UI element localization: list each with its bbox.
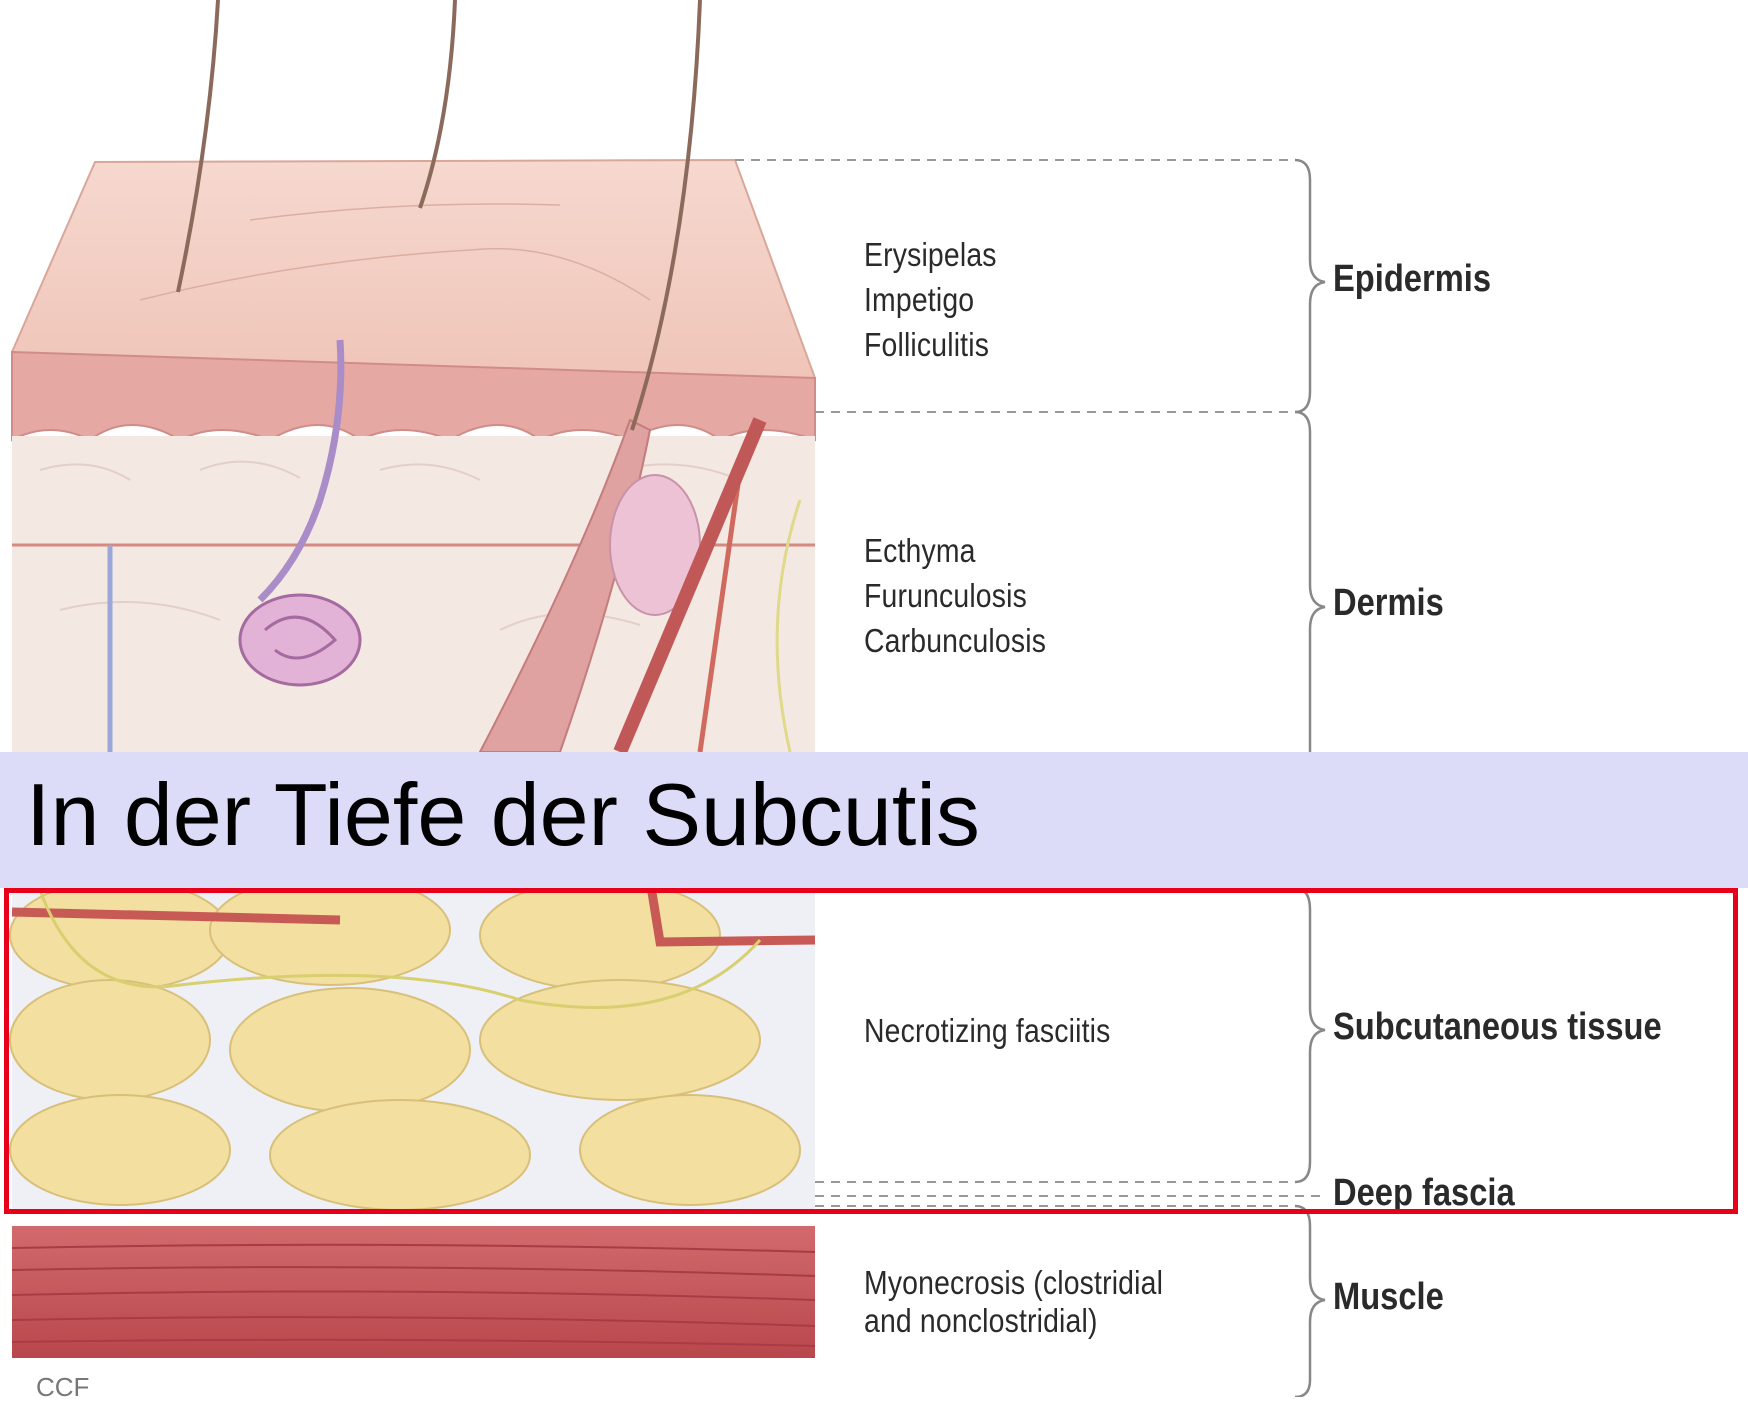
condition-label: and nonclostridial)	[864, 1302, 1163, 1340]
banner-title: In der Tiefe der Subcutis	[26, 764, 980, 866]
layer-label-dermis: Dermis	[1333, 582, 1444, 625]
condition-label: Myonecrosis (clostridial	[864, 1264, 1163, 1302]
condition-label: Erysipelas	[864, 232, 997, 277]
watermark: CCF	[36, 1372, 89, 1403]
muscle-conditions: Myonecrosis (clostridial and nonclostrid…	[864, 1264, 1163, 1340]
subcutis-highlight-box	[4, 888, 1738, 1214]
sweat-gland	[240, 595, 360, 685]
dermis-layer	[12, 436, 815, 752]
condition-label: Ecthyma	[864, 528, 1046, 573]
layer-label-muscle: Muscle	[1333, 1276, 1444, 1319]
epidermis-conditions: Erysipelas Impetigo Folliculitis	[864, 232, 997, 367]
condition-label: Carbunculosis	[864, 618, 1046, 663]
condition-label: Impetigo	[864, 277, 997, 322]
layer-label-epidermis: Epidermis	[1333, 258, 1491, 301]
condition-label: Furunculosis	[864, 573, 1046, 618]
condition-label: Folliculitis	[864, 322, 997, 367]
dermis-conditions: Ecthyma Furunculosis Carbunculosis	[864, 528, 1046, 663]
